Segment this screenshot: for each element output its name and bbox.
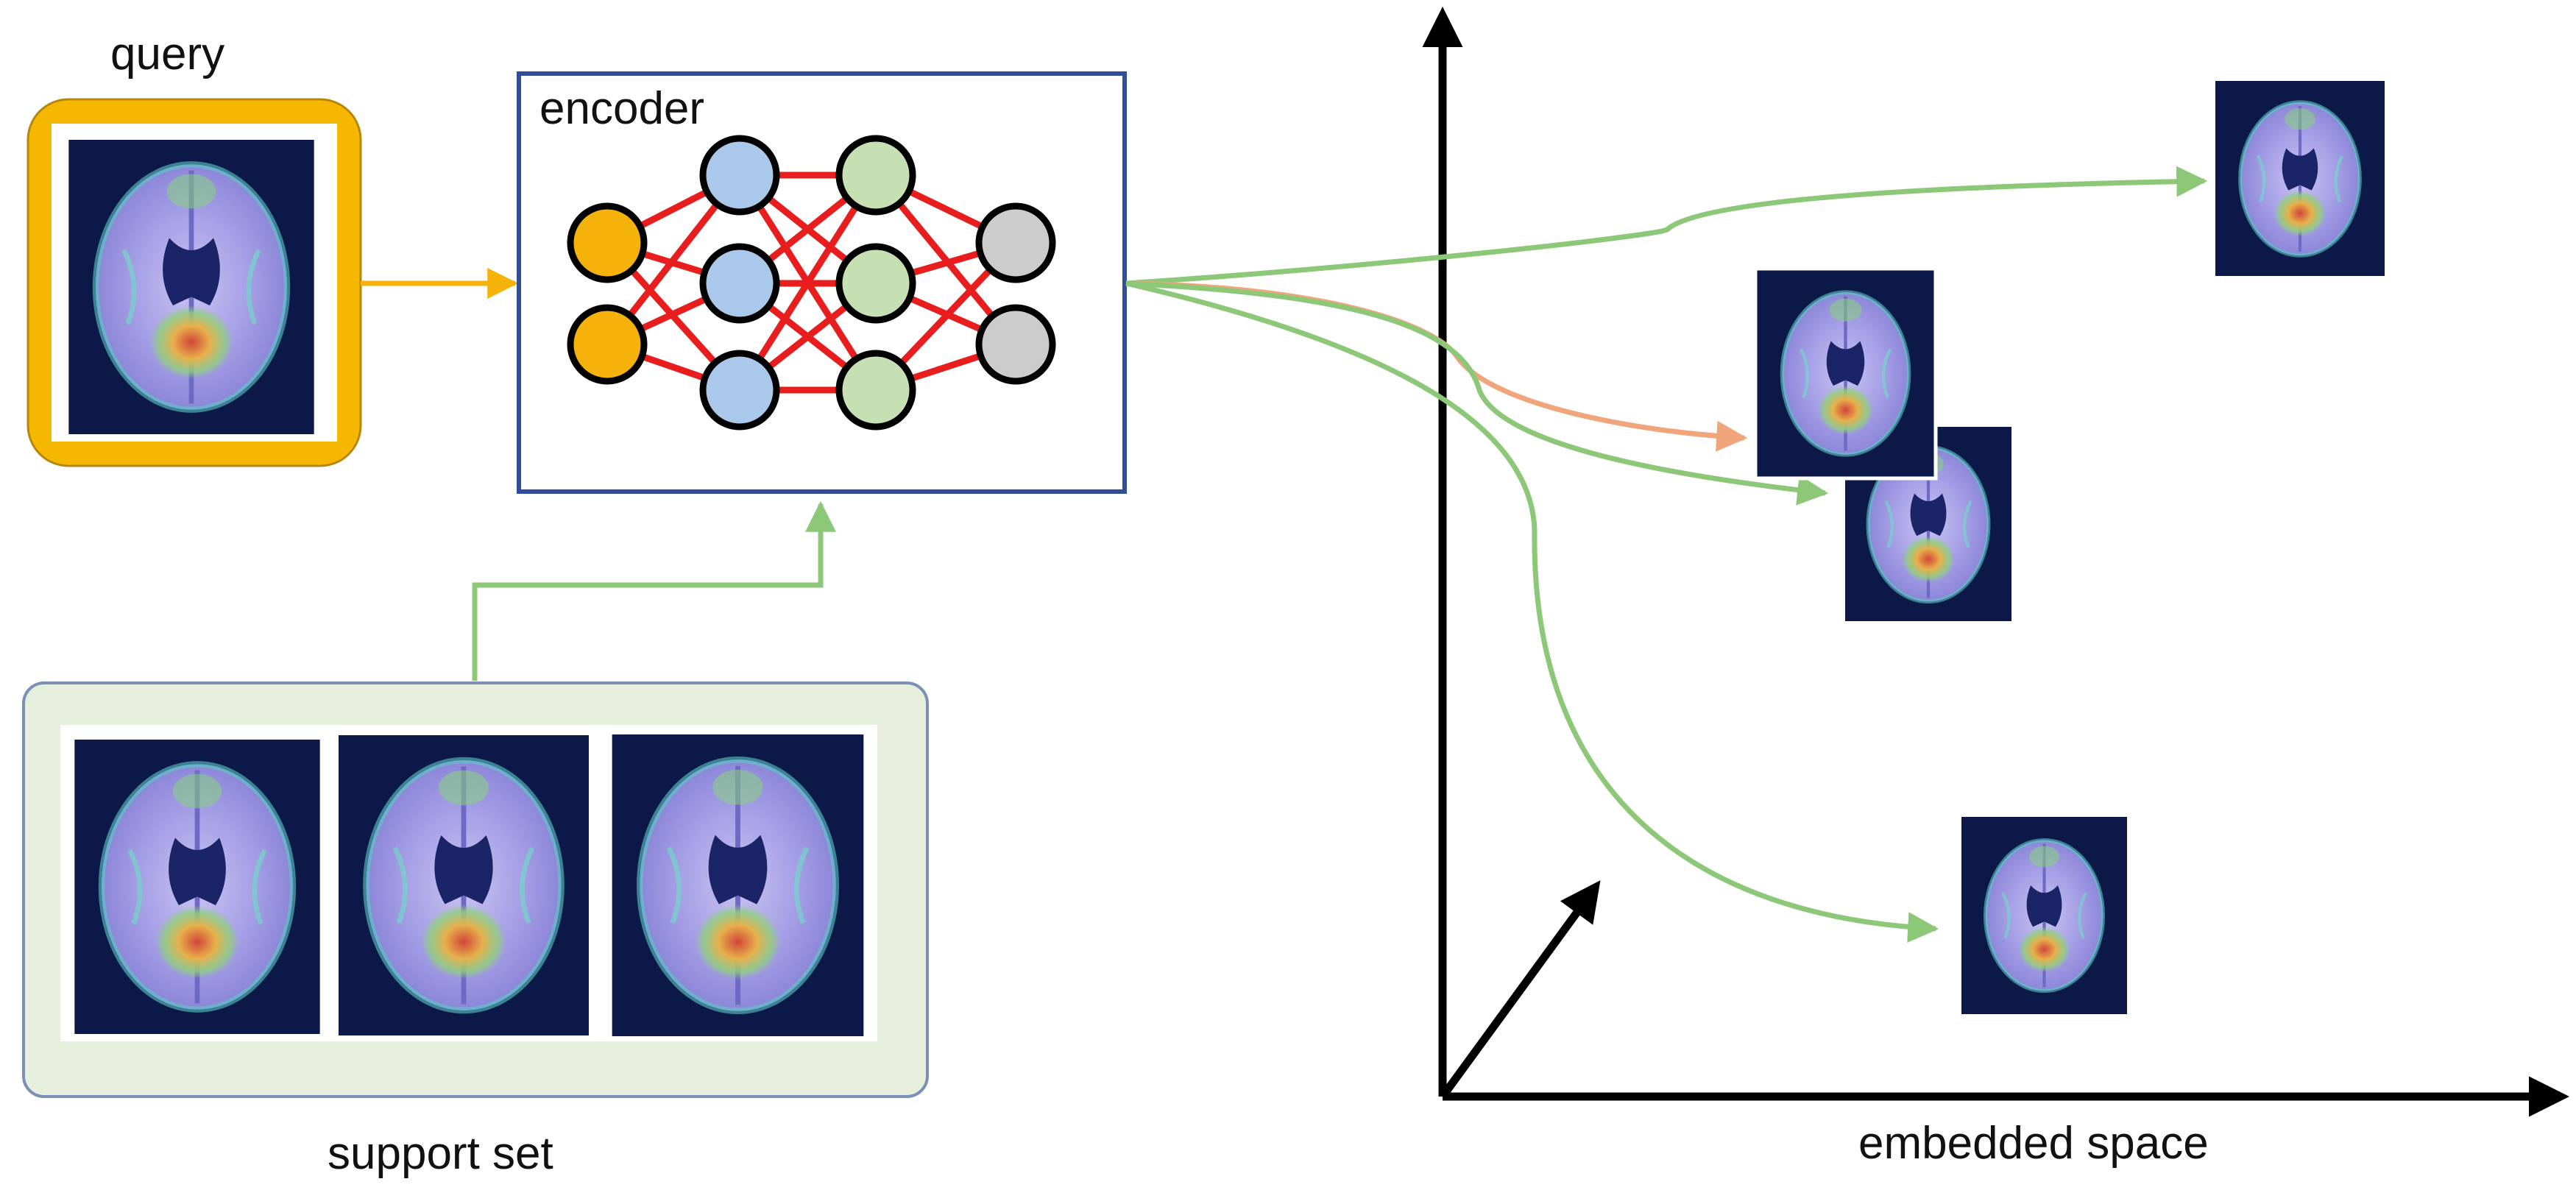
query-label: query: [110, 29, 225, 79]
network-nodes: [567, 135, 1056, 431]
embedding-arrow-near-query: [1125, 280, 1829, 506]
embedded-space-label: embedded space: [1858, 1118, 2209, 1169]
z-axis: [1439, 880, 1601, 1099]
embedded-brain-bottom: [1961, 817, 2127, 1014]
network-node-hidden-2-3: [835, 350, 916, 431]
embedded-brain-query: [1753, 266, 1938, 481]
encoder-label: encoder: [539, 83, 705, 134]
query-brain-image: [68, 140, 314, 434]
network-node-output-2: [975, 304, 1056, 385]
network-node-hidden-1-2: [699, 243, 780, 324]
network-node-input-2: [567, 304, 648, 385]
network-node-hidden-1-1: [699, 135, 780, 216]
embedded-brain-top-right: [2215, 81, 2385, 276]
support-to-encoder-arrow: [472, 500, 836, 681]
embedding-arrow-bottom: [1125, 280, 1939, 943]
network-node-hidden-2-1: [835, 135, 916, 216]
network-node-hidden-1-3: [699, 350, 780, 431]
support-set-box: [22, 681, 929, 1098]
encoder-box: [517, 71, 1127, 494]
support-brain-image-1: [74, 740, 319, 1034]
network-node-output-1: [975, 202, 1056, 283]
network-node-hidden-2-2: [835, 243, 916, 324]
network-edge: [737, 173, 879, 392]
support-brain-image-2: [339, 735, 589, 1035]
support-set-label: support set: [328, 1128, 553, 1179]
network-node-input-1: [567, 202, 648, 283]
query-box: [26, 98, 362, 467]
support-brain-image-3: [612, 734, 864, 1036]
embedding-arrow-top-right: [1125, 166, 2208, 286]
